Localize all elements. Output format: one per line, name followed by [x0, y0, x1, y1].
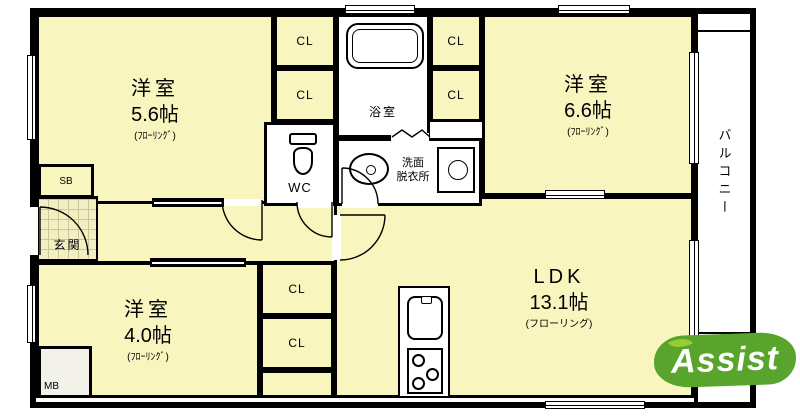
closet-label: CL [288, 282, 306, 296]
sliding-door [150, 258, 246, 267]
closet: CL [274, 14, 336, 68]
stove-icon [407, 348, 443, 394]
balcony-divider [696, 332, 750, 334]
room-size: 6.6帖 [564, 99, 612, 122]
window [27, 285, 36, 343]
washbasin-icon [349, 153, 389, 185]
room-name: 洋室 [124, 298, 172, 321]
closet-label: CL [447, 88, 465, 102]
room-floor-type: (ﾌﾛｰﾘﾝｸﾞ) [134, 130, 176, 142]
kitchen-counter [398, 286, 450, 398]
room-ldk: LDK 13.1帖 (フローリング) [334, 196, 694, 398]
room-label: 洋室 4.0帖 (ﾌﾛｰﾘﾝｸﾞ) [124, 297, 172, 364]
alcove [260, 370, 334, 398]
room-size: 13.1帖 [529, 291, 589, 314]
shaft-label: SB [59, 175, 73, 187]
closet: CL [430, 14, 482, 68]
room-name: 玄関 [53, 238, 82, 252]
balcony-divider [696, 30, 750, 32]
door-opening [342, 202, 378, 208]
room-label: LDK 13.1帖 (フローリング) [526, 264, 593, 331]
closet-label: CL [296, 34, 314, 48]
door-opening [222, 199, 262, 206]
balcony-window [689, 52, 699, 164]
window [558, 5, 630, 14]
room-floor-type: (ﾌﾛｰﾘﾝｸﾞ) [127, 351, 169, 363]
room-label: 洋室 5.6帖 (ﾌﾛｰﾘﾝｸﾞ) [131, 76, 179, 143]
window [545, 401, 645, 409]
shaft-sb: SB [38, 164, 94, 198]
room-size: 4.0帖 [124, 324, 172, 347]
closet: CL [274, 68, 336, 122]
toilet-icon [293, 147, 313, 175]
room-size: 5.6帖 [131, 103, 179, 126]
door-opening [391, 133, 429, 141]
room-floor-type: (フローリング) [525, 318, 593, 330]
entrance-genkan: 玄関 [36, 196, 98, 262]
window [27, 55, 36, 140]
room-name: 浴室 [368, 105, 397, 119]
stove-burner-icon [426, 368, 439, 381]
closet: CL [430, 68, 482, 122]
stove-burner-icon [412, 354, 425, 367]
room-name: 洋室 [131, 77, 179, 100]
room-toilet: WC [264, 122, 336, 206]
closet-label: CL [296, 88, 314, 102]
closet-label: CL [447, 34, 465, 48]
balcony-label: バルコニー [716, 128, 732, 218]
bathtub-icon [346, 23, 424, 69]
door-opening [29, 207, 38, 255]
door-opening [297, 202, 333, 208]
room-name: WC [288, 180, 312, 195]
room-floor-type: (ﾌﾛｰﾘﾝｸﾞ) [567, 126, 609, 138]
shaft-mb: MB [38, 346, 92, 398]
room-name: LDK [533, 265, 585, 288]
stove-burner-icon [412, 377, 425, 390]
assist-logo: Assist [653, 331, 797, 389]
closet: CL [260, 316, 334, 370]
washing-machine-icon [437, 147, 475, 193]
closet: CL [260, 262, 334, 316]
closet-label: CL [288, 336, 306, 350]
toilet-icon [289, 133, 317, 145]
room-name: 洋室 [564, 73, 612, 96]
room-washroom: 洗面 脱衣所 [336, 138, 482, 206]
door-opening [332, 215, 341, 260]
room-bedroom-6-6: 洋室 6.6帖 (ﾌﾛｰﾘﾝｸﾞ) [482, 14, 694, 196]
window [345, 5, 415, 14]
room-name: 洗面 脱衣所 [396, 157, 430, 183]
sliding-door [152, 198, 224, 207]
room-label: 洋室 6.6帖 (ﾌﾛｰﾘﾝｸﾞ) [564, 72, 612, 139]
room-bath: 浴室 [336, 14, 430, 138]
sliding-door [545, 190, 605, 199]
shaft-label: MB [44, 381, 59, 392]
kitchen-sink-icon [407, 296, 443, 340]
